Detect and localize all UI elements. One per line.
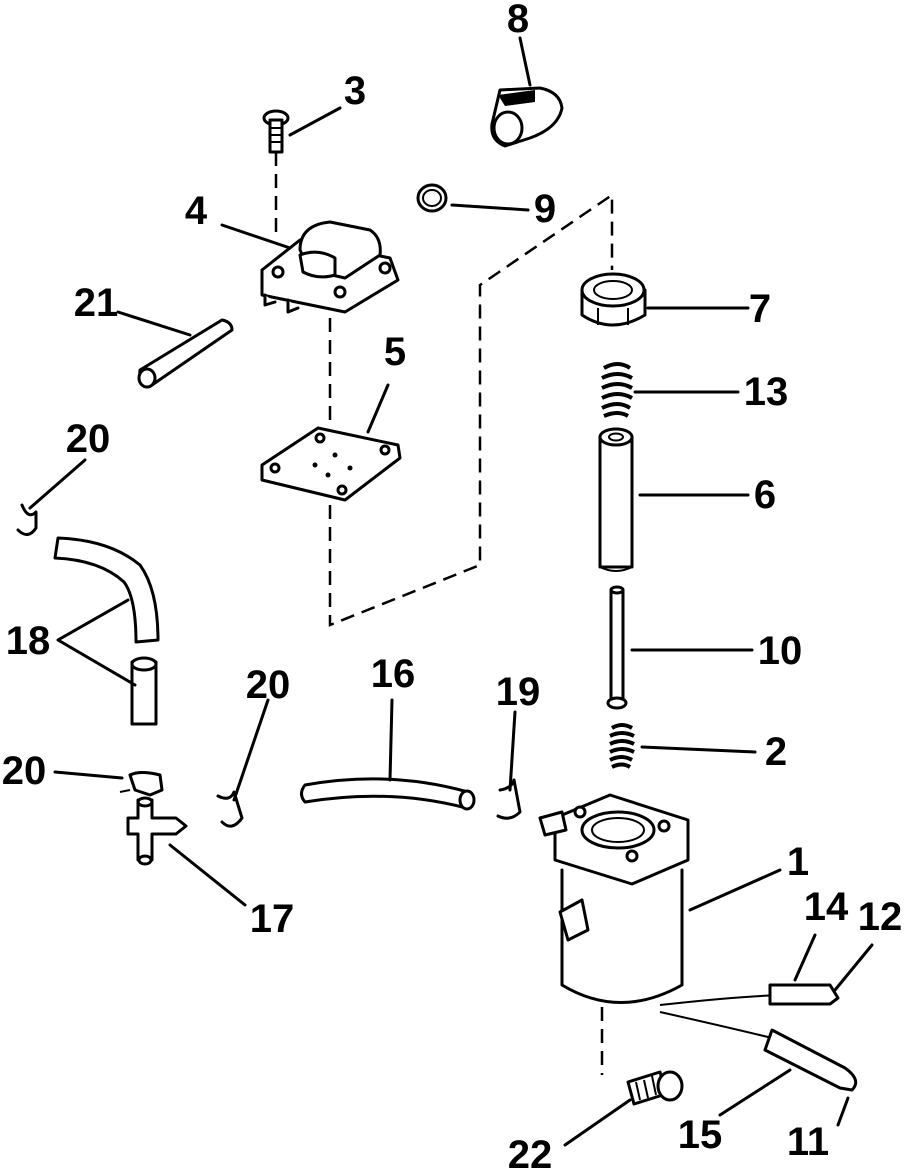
callout-11: 11 [787, 1120, 829, 1164]
pump-cover-part [260, 220, 400, 314]
callout-labels: 1 2 3 4 5 6 7 8 9 10 11 12 13 14 15 16 1… [2, 0, 903, 1170]
pump-body-part [538, 793, 858, 1092]
bottom-screw-part [626, 1070, 684, 1106]
o-ring-part [416, 183, 448, 213]
callout-17: 17 [250, 897, 295, 941]
callout-19: 19 [496, 670, 541, 714]
callout-7: 7 [749, 287, 771, 331]
hose-clip-part [16, 503, 522, 828]
callout-3: 3 [344, 69, 366, 113]
callout-21: 21 [74, 281, 119, 325]
callout-15: 15 [678, 1113, 723, 1157]
screw-part [262, 109, 290, 154]
callout-12: 12 [858, 895, 903, 939]
elbow-fitting-part [490, 86, 564, 148]
callout-8: 8 [507, 0, 529, 41]
callout-16: 16 [371, 652, 416, 696]
t-fitting-part [126, 796, 188, 866]
long-hose-part [300, 777, 476, 811]
callout-10: 10 [758, 629, 803, 673]
callout-5: 5 [384, 330, 406, 374]
assembly-guide-lines [274, 152, 614, 1075]
callout-1: 1 [787, 840, 809, 884]
callout-20-top: 20 [66, 417, 111, 461]
callout-20-middle: 20 [246, 663, 291, 707]
leader-lines [28, 36, 874, 1147]
plunger-rod-part [606, 585, 628, 710]
tube-part [598, 427, 634, 572]
elbow-hose-part [53, 536, 160, 726]
callout-13: 13 [744, 370, 789, 414]
cup-part [580, 272, 647, 327]
callout-20-left: 20 [2, 749, 47, 793]
callout-4: 4 [185, 189, 208, 233]
gasket-part [260, 426, 402, 502]
spring-bottom-part [609, 723, 635, 769]
callout-14: 14 [804, 885, 849, 929]
callout-6: 6 [754, 473, 776, 517]
callout-22: 22 [508, 1133, 553, 1170]
short-hose-part [137, 318, 234, 389]
spring-top-part [601, 362, 633, 418]
callout-18: 18 [6, 619, 51, 663]
callout-9: 9 [534, 187, 556, 231]
callout-2: 2 [765, 730, 787, 774]
